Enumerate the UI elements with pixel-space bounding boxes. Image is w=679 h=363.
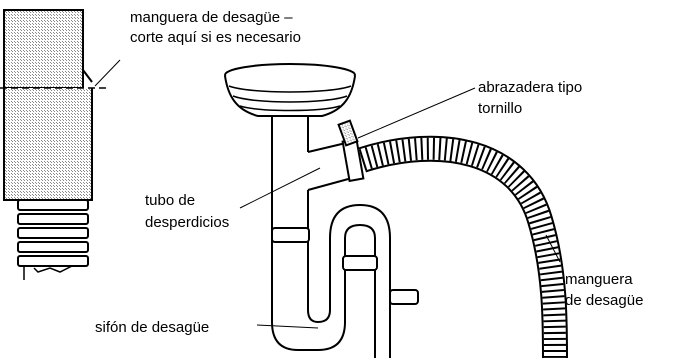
- joint-nut-2: [342, 255, 378, 271]
- trap-label: sifón de desagüe: [95, 319, 209, 336]
- waste-pipe-leader: [239, 167, 321, 209]
- hose-cut-label-line2: corte aquí si es necesario: [130, 29, 301, 46]
- waste-pipe-and-trap: [271, 116, 391, 358]
- waste-pipe-label-line2: desperdicios: [145, 214, 229, 231]
- trap-outer-right: [344, 223, 376, 358]
- drain-hose-leader: [545, 234, 561, 263]
- drain-hose: [358, 135, 568, 359]
- hose-upper-sleeve: [3, 9, 84, 89]
- hose-torn-end: [23, 265, 73, 280]
- hose-cut-label-line1: manguera de desagüe –: [130, 9, 293, 26]
- clamp-leader: [357, 87, 476, 139]
- joint-nut-1: [271, 227, 310, 243]
- drain-hose-label-line2: de desagüe: [565, 292, 643, 309]
- clamp-label-line2: tornillo: [478, 100, 522, 117]
- joint-nut-3: [389, 289, 419, 305]
- leader-lines: [239, 87, 561, 329]
- tailpiece-left: [271, 116, 346, 351]
- waste-pipe-label-line1: tubo de: [145, 192, 195, 209]
- drain-hose-label-line1: manguera: [565, 271, 633, 288]
- trap-leader: [256, 324, 319, 329]
- detached-hose: [0, 9, 121, 280]
- cut-label-leader: [94, 59, 121, 87]
- hose-corrugations: [17, 199, 89, 267]
- hose-lower-sleeve: [3, 88, 93, 201]
- clamp-label-line1: abrazadera tipo: [478, 79, 582, 96]
- sink-basin: [224, 63, 356, 117]
- trap-inner: [307, 190, 391, 358]
- screw-clamp: [337, 119, 365, 183]
- hose-taper: [82, 69, 93, 83]
- pipe-joints: [271, 227, 419, 305]
